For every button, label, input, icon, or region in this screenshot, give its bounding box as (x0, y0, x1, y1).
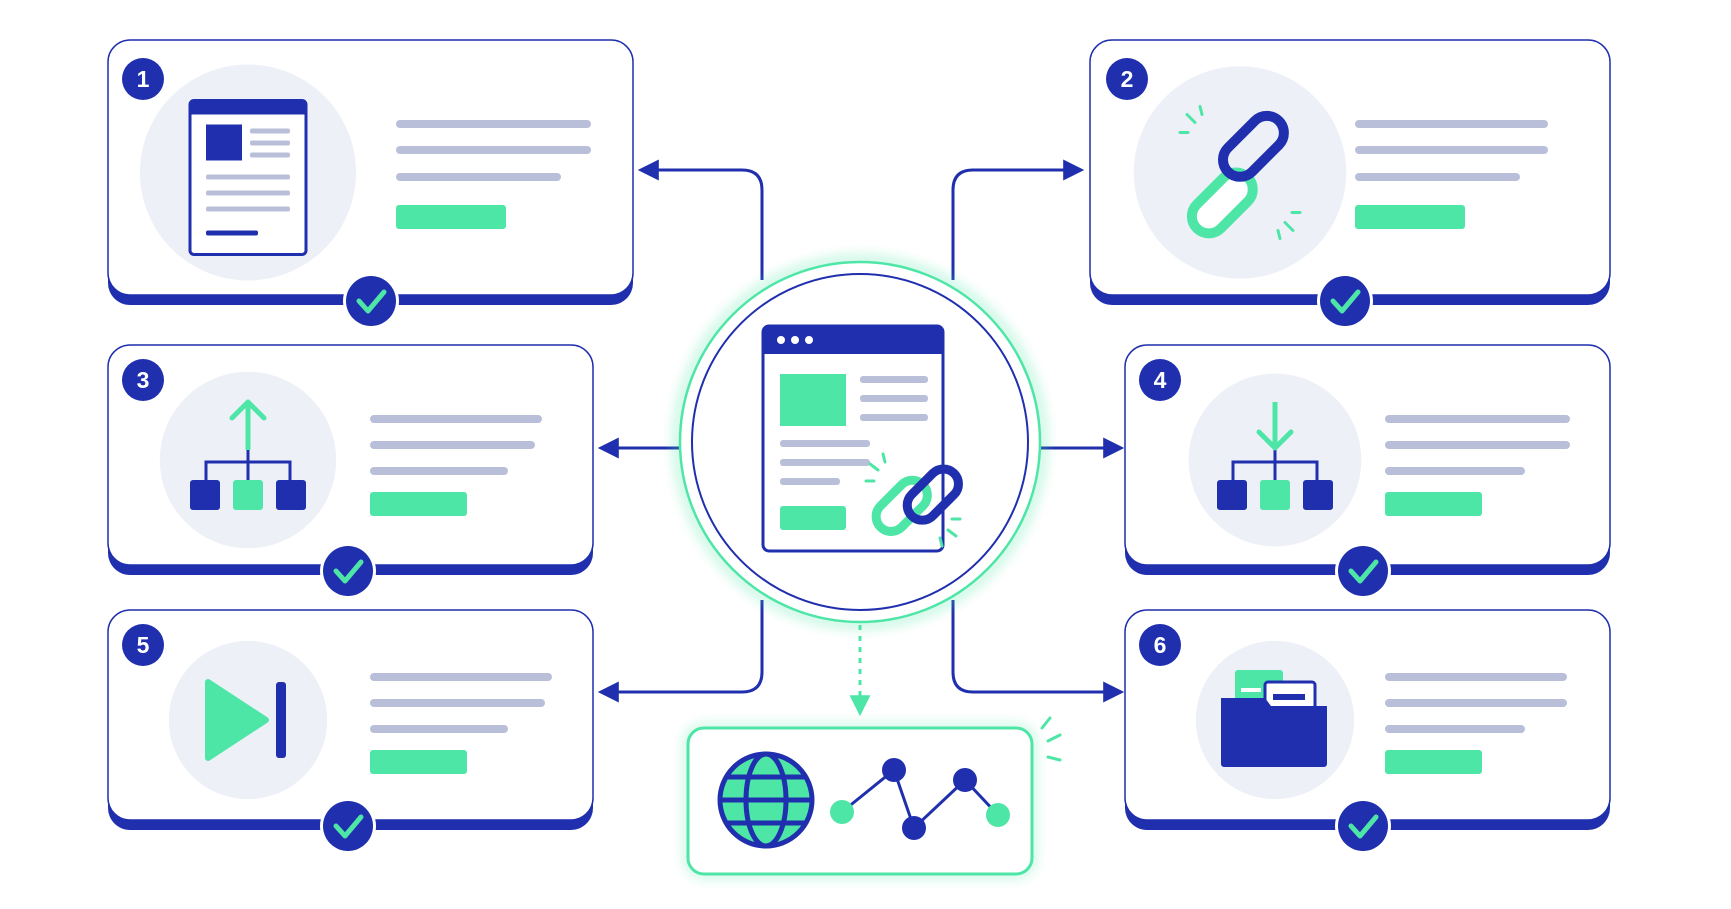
hub (673, 255, 1047, 629)
text-placeholder-line (396, 120, 591, 128)
action-placeholder-button[interactable] (1355, 205, 1465, 229)
text-placeholder-line (370, 441, 535, 449)
hierarchy-upload-icon (190, 399, 306, 510)
check-badge-icon (320, 543, 376, 599)
check-badge-icon (1335, 798, 1391, 854)
step-number: 5 (137, 632, 150, 658)
text-placeholder-line (1385, 415, 1570, 423)
step-card-4: 4 (1124, 344, 1611, 599)
action-placeholder-button[interactable] (396, 205, 506, 229)
step-card-3: 3 (107, 344, 594, 599)
action-placeholder-button[interactable] (1385, 492, 1482, 516)
action-placeholder-button[interactable] (1385, 750, 1482, 774)
webpage-document-icon (188, 99, 308, 256)
step-number-badge: 2 (1106, 58, 1148, 100)
text-placeholder-line (1385, 441, 1570, 449)
step-number-badge: 5 (122, 624, 164, 666)
step-number: 1 (137, 66, 150, 92)
step-number-badge: 6 (1139, 624, 1181, 666)
connector-to-step-6 (951, 600, 1125, 703)
hierarchy-download-icon (1217, 402, 1333, 510)
step-card-1: 1 (107, 39, 634, 329)
bottom-panel (684, 716, 1062, 878)
step-number-badge: 4 (1139, 359, 1181, 401)
sparkle-icon (1040, 716, 1062, 762)
step-card-2: 2 (1089, 39, 1611, 329)
step-number-badge: 1 (122, 58, 164, 100)
check-badge-icon (320, 798, 376, 854)
webpage-with-chain-link-icon (761, 324, 963, 553)
network-graph-icon (830, 758, 1010, 840)
step-number: 6 (1154, 632, 1167, 658)
text-placeholder-line (1385, 467, 1525, 475)
action-placeholder-button[interactable] (370, 750, 467, 774)
text-placeholder-line (370, 415, 542, 423)
action-placeholder-button[interactable] (370, 492, 467, 516)
text-placeholder-line (1355, 173, 1520, 181)
text-placeholder-line (370, 699, 545, 707)
text-placeholder-line (370, 467, 508, 475)
connector-to-step-5 (597, 600, 764, 703)
connector-to-step-1 (637, 159, 764, 280)
text-placeholder-line (1355, 146, 1548, 154)
chain-link-icon (1178, 105, 1302, 240)
step-cards: 1 2 3 4 5 6 (107, 39, 1611, 854)
folder-files-icon (1221, 670, 1327, 767)
connectors (597, 159, 1125, 717)
step-number: 2 (1121, 66, 1134, 92)
step-number: 3 (137, 367, 150, 393)
globe-icon (717, 751, 815, 849)
step-card-5: 5 (107, 609, 594, 854)
step-number: 4 (1154, 367, 1167, 393)
text-placeholder-line (396, 146, 591, 154)
check-badge-icon (1335, 543, 1391, 599)
step-number-badge: 3 (122, 359, 164, 401)
check-badge-icon (1317, 273, 1373, 329)
text-placeholder-line (370, 673, 552, 681)
connector-to-step-2 (951, 159, 1085, 280)
step-card-6: 6 (1124, 609, 1611, 854)
text-placeholder-line (396, 173, 561, 181)
text-placeholder-line (370, 725, 508, 733)
text-placeholder-line (1385, 699, 1567, 707)
text-placeholder-line (1385, 673, 1567, 681)
text-placeholder-line (1385, 725, 1525, 733)
text-placeholder-line (1355, 120, 1548, 128)
play-skip-icon (205, 679, 286, 761)
check-badge-icon (343, 273, 399, 329)
